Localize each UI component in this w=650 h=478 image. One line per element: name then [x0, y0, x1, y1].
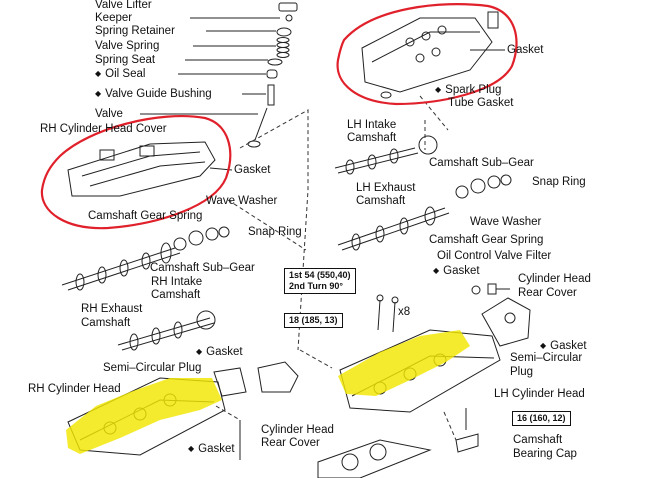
label-lh-intake-camshaft-1: LH Intake [347, 119, 397, 131]
head-gasket-part [317, 439, 432, 478]
label-snap-ring-rh: Snap Ring [248, 226, 302, 238]
rh-cylinder-head-cover-part [67, 141, 216, 197]
label-wave-washer-rh: Wave Washer [206, 195, 278, 207]
lh-intake-camshaft-part [334, 135, 438, 175]
label-lh-exhaust-camshaft-2: Camshaft [356, 195, 406, 207]
label-valve-lifter: Valve Lifter [95, 0, 152, 11]
label-camshaft-gear-spring-lh: Camshaft Gear Spring [429, 234, 544, 246]
label-gasket-lh-filter: ◆Gasket [433, 265, 480, 277]
label-semi-circular-plug-lh-1: Semi–Circular [510, 352, 583, 364]
label-gasket-lh-rear: ◆Gasket [540, 340, 587, 352]
label-rh-rear-cover-2: Rear Cover [261, 437, 320, 449]
label-spark-plug-tube-gasket-1: ◆Spark Plug [435, 84, 502, 96]
head-bolts-part [376, 294, 399, 333]
label-gasket-rh-bottom: ◆Gasket [188, 443, 235, 455]
oil-control-valve-filter-part [487, 283, 510, 295]
label-keeper: Keeper [95, 12, 133, 24]
lh-exhaust-camshaft-part [337, 206, 450, 251]
lh-camshaft-gear-parts [455, 174, 512, 199]
red-circle-lh-cover [336, 3, 518, 106]
label-valve-guide-bushing: ◆Valve Guide Bushing [95, 88, 212, 100]
lh-cylinder-head-cover-part [361, 11, 499, 93]
label-spark-plug-tube-gasket-2: Tube Gasket [448, 97, 514, 109]
label-oil-control-valve-filter: Oil Control Valve Filter [437, 250, 552, 262]
label-bolt-count: x8 [398, 306, 411, 318]
valve-guide-bushing-part [267, 84, 275, 106]
label-lh-rear-cover-2: Rear Cover [518, 287, 577, 299]
label-gasket-rh-top: ◆Gasket [196, 346, 243, 358]
label-semi-circular-plug-lh-2: Plug [510, 366, 534, 378]
non-reusable-marker: ◆ [95, 89, 102, 98]
label-valve-spring: Valve Spring [95, 40, 160, 52]
label-lh-cylinder-head: LH Cylinder Head [494, 388, 585, 400]
label-valve: Valve [95, 108, 123, 120]
rh-rear-cover-part [213, 361, 299, 397]
label-rh-intake-camshaft-2: Camshaft [151, 289, 201, 301]
keeper-part [285, 14, 293, 22]
red-circle-rh-cover [40, 114, 232, 230]
non-reusable-marker: ◆ [95, 69, 102, 78]
label-camshaft-sub-gear-rh: Camshaft Sub–Gear [150, 262, 255, 274]
torque-spec-rh: 18 (185, 13) [284, 313, 343, 328]
label-spring-seat: Spring Seat [95, 54, 156, 66]
spring-retainer-part [276, 27, 292, 37]
label-rh-cylinder-head: RH Cylinder Head [28, 383, 121, 395]
valve-spring-part [276, 37, 290, 58]
label-rh-exhaust-camshaft-1: RH Exhaust [81, 303, 143, 315]
valve-lifter-part [278, 2, 298, 12]
label-semi-circular-plug-rh: Semi–Circular Plug [103, 362, 202, 374]
label-rh-exhaust-camshaft-2: Camshaft [81, 317, 131, 329]
spark-plug-tube-gasket-part [380, 91, 392, 99]
label-rh-rear-cover-1: Cylinder Head [261, 424, 334, 436]
torque-spec-head-bolts: 1st 54 (550,40) 2nd Turn 90° [284, 268, 356, 294]
non-reusable-marker: ◆ [196, 347, 203, 356]
highlighter-marks [66, 330, 470, 454]
label-lh-rear-cover-1: Cylinder Head [518, 273, 591, 285]
camshaft-bearing-cap-part [455, 408, 479, 453]
label-lh-intake-camshaft-2: Camshaft [347, 132, 397, 144]
non-reusable-marker: ◆ [540, 341, 547, 350]
label-camshaft-bearing-cap-1: Camshaft [513, 434, 563, 446]
filter-gasket-part [471, 285, 481, 295]
rh-exhaust-camshaft-part [61, 242, 181, 291]
torque-spec-lh: 16 (160, 12) [512, 411, 571, 426]
label-camshaft-gear-spring-rh: Camshaft Gear Spring [88, 210, 203, 222]
non-reusable-marker: ◆ [435, 85, 442, 94]
label-camshaft-sub-gear-lh: Camshaft Sub–Gear [429, 157, 534, 169]
rh-camshaft-gear-parts [173, 226, 230, 251]
lh-rear-cover-part [481, 297, 531, 347]
label-rh-cylinder-head-cover: RH Cylinder Head Cover [40, 123, 167, 135]
label-camshaft-bearing-cap-2: Bearing Cap [513, 448, 577, 460]
oil-seal-part [266, 69, 278, 79]
non-reusable-marker: ◆ [188, 444, 195, 453]
rh-intake-camshaft-part [117, 310, 216, 351]
label-oil-seal: ◆Oil Seal [95, 68, 146, 80]
torque-spec-line-2: 2nd Turn 90° [289, 281, 343, 291]
label-snap-ring-lh: Snap Ring [532, 176, 586, 188]
label-lh-exhaust-camshaft-1: LH Exhaust [356, 182, 416, 194]
label-wave-washer-lh: Wave Washer [470, 216, 542, 228]
non-reusable-marker: ◆ [433, 266, 440, 275]
label-rh-intake-camshaft-1: RH Intake [151, 276, 203, 288]
label-gasket-rh-cover: Gasket [234, 164, 271, 176]
label-gasket-lh-cover: Gasket [507, 44, 544, 56]
spring-seat-part [267, 58, 283, 66]
torque-spec-line-1: 1st 54 (550,40) [289, 270, 351, 280]
label-spring-retainer: Spring Retainer [95, 25, 175, 37]
